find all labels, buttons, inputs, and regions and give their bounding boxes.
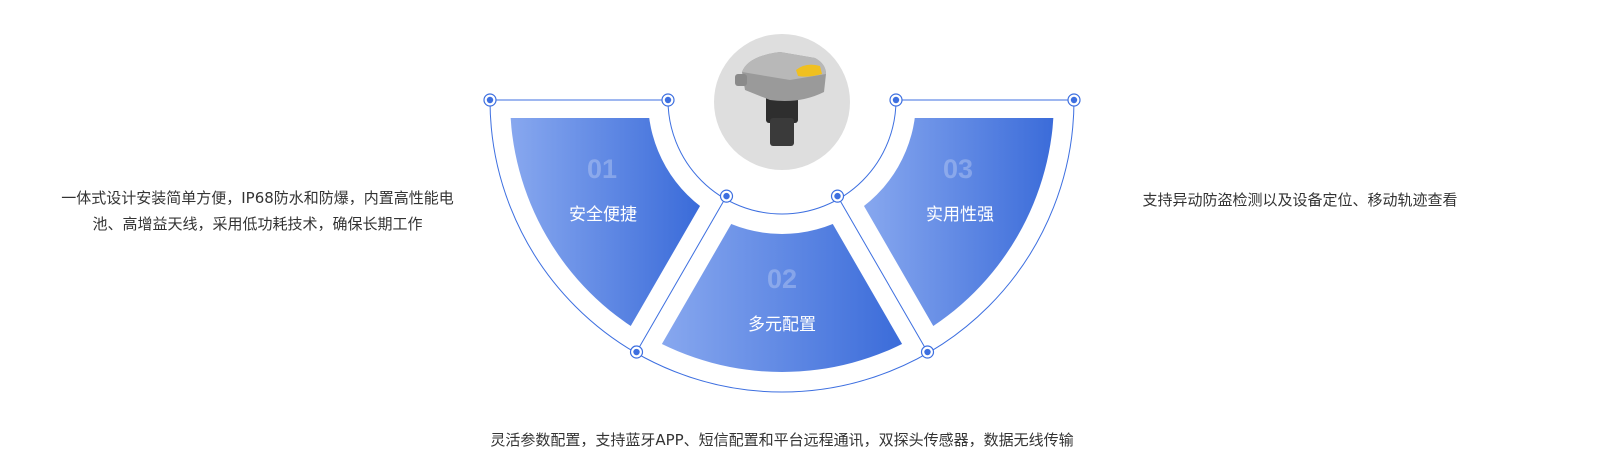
feature-number-03: 03 xyxy=(942,154,974,184)
description-left: 一体式设计安装简单方便，IP68防水和防爆，内置高性能电池、高增益天线，采用低功… xyxy=(61,189,454,233)
node-dot xyxy=(1070,96,1078,104)
node-dot xyxy=(664,96,672,104)
feature-title-02: 多元配置 xyxy=(748,315,816,335)
node-dot xyxy=(834,192,841,200)
inner-arc-line xyxy=(667,99,897,215)
feature-title-03: 实用性强 xyxy=(926,205,994,225)
description-bottom: 灵活参数配置，支持蓝牙APP、短信配置和平台远程通讯，双探头传感器，数据无线传输 xyxy=(490,431,1074,449)
node-dot xyxy=(486,96,494,104)
feature-title-01: 安全便捷 xyxy=(569,205,637,225)
node-dot xyxy=(633,348,640,356)
feature-number-01: 01 xyxy=(586,154,618,184)
divider-line xyxy=(636,195,727,353)
outer-arc-line xyxy=(489,99,1075,393)
feature-sector-02 xyxy=(646,216,918,372)
node-dot xyxy=(924,348,931,356)
description-right: 支持异动防盗检测以及设备定位、移动轨迹查看 xyxy=(1142,191,1458,209)
node-dot xyxy=(892,96,900,104)
divider-line xyxy=(837,195,928,353)
ultrasonic-sensor-image xyxy=(735,52,826,146)
node-dot xyxy=(723,192,730,200)
feature-number-02: 02 xyxy=(766,264,798,294)
